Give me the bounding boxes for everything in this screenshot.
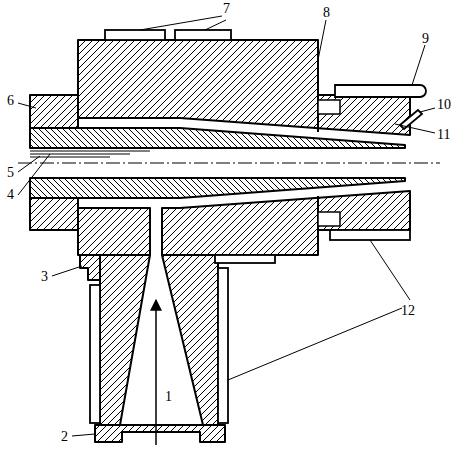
leader-line	[18, 16, 435, 436]
heater-band	[175, 30, 231, 40]
callout-number: 10	[436, 98, 452, 112]
callout-number: 7	[222, 2, 231, 16]
center-line	[18, 163, 440, 164]
heater-band	[215, 255, 275, 263]
heater-band	[335, 85, 426, 97]
callout-number: 2	[60, 430, 69, 444]
callout-number: 9	[421, 32, 430, 46]
end-cap	[30, 198, 78, 230]
inlet-wall	[162, 255, 218, 425]
heater-band	[105, 30, 165, 40]
inlet-flange	[95, 425, 225, 442]
callout-number: 3	[40, 270, 49, 284]
mandrel	[30, 178, 405, 198]
callout-number: 11	[436, 128, 451, 142]
heater-band	[218, 268, 228, 423]
callout-number: 1	[164, 390, 173, 404]
mandrel	[30, 128, 405, 148]
end-cap	[30, 95, 78, 128]
flow-arrow	[155, 300, 157, 445]
heater-band	[90, 285, 100, 423]
die-body-lower-right	[162, 191, 410, 255]
callout-number: 12	[400, 304, 416, 318]
heater-band	[330, 230, 410, 240]
inlet-wall	[100, 255, 150, 425]
callout-number: 4	[6, 188, 15, 202]
die-body-lower-left	[78, 208, 150, 255]
callout-number: 6	[6, 94, 15, 108]
clamp-nut	[80, 255, 100, 280]
callout-number: 8	[322, 6, 331, 20]
callout-number: 5	[6, 166, 15, 180]
